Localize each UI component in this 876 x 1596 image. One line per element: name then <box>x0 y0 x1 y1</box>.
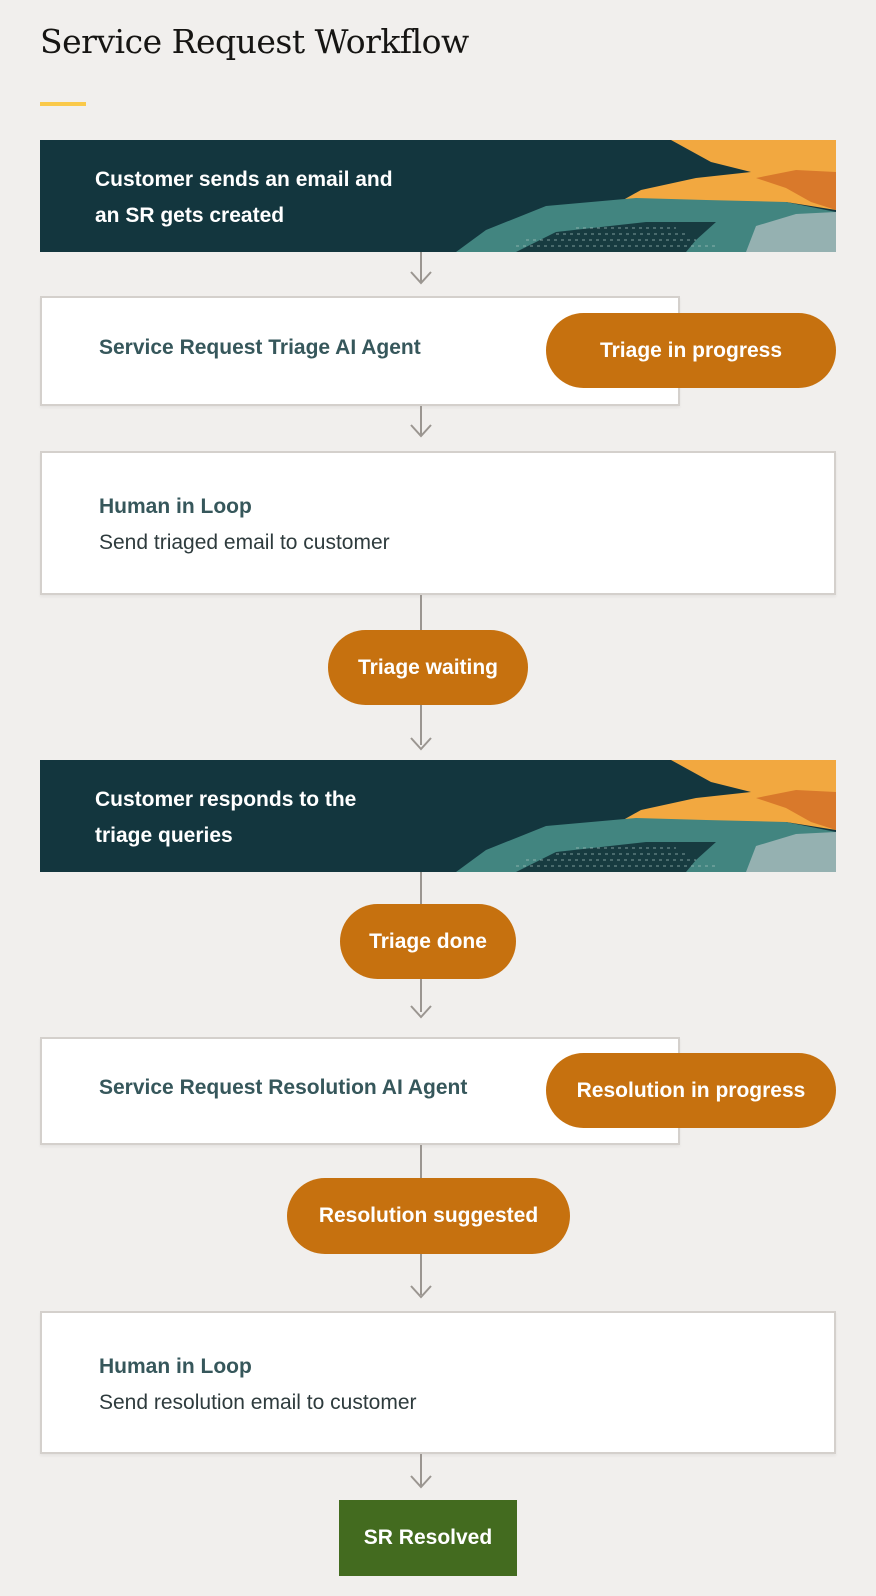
title-accent-bar <box>40 102 86 106</box>
arrow-down-icon <box>410 1475 432 1489</box>
step-heading: Human in Loop <box>99 495 252 518</box>
page-title: Service Request Workflow <box>40 22 469 61</box>
connector-line <box>420 1454 422 1486</box>
step-text: Customer responds to the triage queries <box>95 788 357 847</box>
step-heading: Human in Loop <box>99 1355 252 1378</box>
arrow-down-icon <box>410 424 432 438</box>
status-badge-triage-waiting: Triage waiting <box>328 630 528 705</box>
step-human-in-loop-triage: Human in Loop Send triaged email to cust… <box>40 451 836 595</box>
step-heading: Service Request Triage AI Agent <box>99 336 421 359</box>
status-badge-triage-in-progress: Triage in progress <box>546 313 836 388</box>
step-description: Send triaged email to customer <box>99 531 390 554</box>
status-badge-triage-done: Triage done <box>340 904 516 979</box>
status-sr-resolved: SR Resolved <box>339 1500 517 1576</box>
status-badge-resolution-in-progress: Resolution in progress <box>546 1053 836 1128</box>
step-customer-email-banner: Customer sends an email and an SR gets c… <box>40 140 836 252</box>
arrow-down-icon <box>410 271 432 285</box>
arrow-down-icon <box>410 1285 432 1299</box>
arrow-down-icon <box>410 737 432 751</box>
step-text: Customer sends an email and an SR gets c… <box>95 168 393 227</box>
step-customer-responds-banner: Customer responds to the triage queries <box>40 760 836 872</box>
step-heading: Service Request Resolution AI Agent <box>99 1076 468 1099</box>
status-badge-resolution-suggested: Resolution suggested <box>287 1178 570 1254</box>
landscape-illustration <box>456 140 836 252</box>
arrow-down-icon <box>410 1005 432 1019</box>
connector-line <box>420 406 422 436</box>
step-description: Send resolution email to customer <box>99 1391 417 1414</box>
connector-line <box>420 252 422 282</box>
step-human-in-loop-resolution: Human in Loop Send resolution email to c… <box>40 1311 836 1454</box>
landscape-illustration <box>456 760 836 872</box>
